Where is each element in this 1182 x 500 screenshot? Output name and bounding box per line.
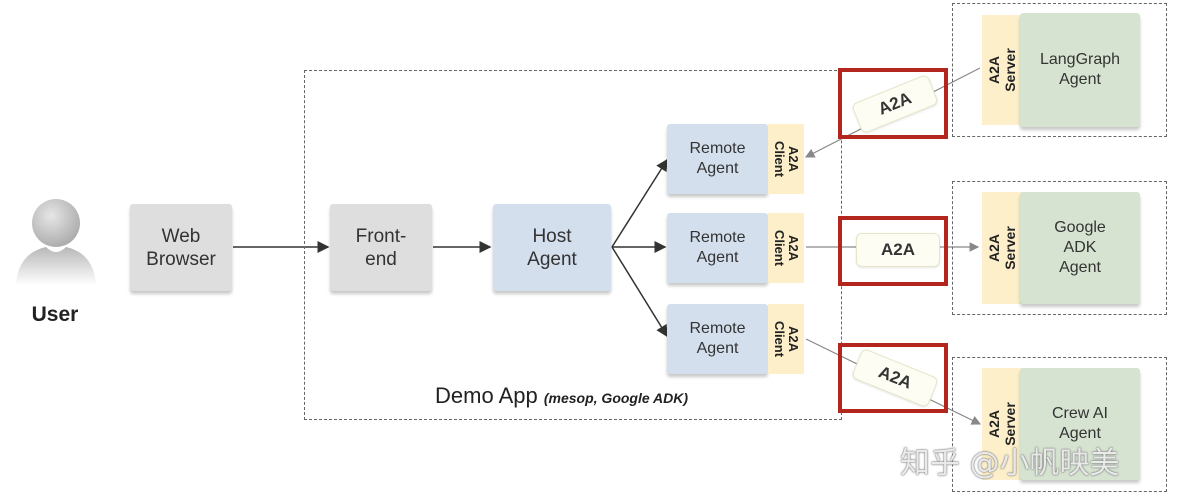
remote-agent-3-label-1: Remote [689,320,746,337]
host-agent-label-1: Host [532,225,572,247]
a2a-client-3 [768,304,804,374]
a2a-server-2-label: A2A Server [982,208,1022,288]
langgraph-label-2: Agent [1059,71,1101,88]
a2a-server-3 [982,368,1022,480]
frontend-label-1: Front- [355,225,407,247]
arrow-host-to-remote-3 [611,246,668,338]
langgraph-label-1: LangGraph [1039,51,1121,68]
a2a-client-3-label: A2A Client [768,304,804,374]
a2a-client-2-line2: Client [772,229,787,267]
demo-app-title: Demo App (mesop, Google ADK) [435,383,688,409]
a2a-client-1-label: A2A Client [768,124,804,194]
remote-agent-1: Remote Agent [667,124,768,194]
a2a-server-2-line1: A2A [986,234,1002,263]
crewai-agent-node: Crew AI Agent [1020,368,1140,480]
a2a-server-1 [982,15,1022,125]
web-browser-label-1: Web [161,225,201,247]
a2a-server-2 [982,192,1022,304]
a2a-client-2-line1: A2A [786,234,801,261]
a2a-highlight-2 [838,216,948,286]
frontend-node: Front- end [330,204,432,291]
a2a-server-2-line2: Server [1002,226,1018,270]
web-browser-label-2: Browser [146,248,216,270]
a2a-server-1-line2: Server [1002,48,1018,92]
watermark: 知乎 @小帆映美 [900,446,1120,481]
crewai-label-2: Agent [1059,425,1101,442]
a2a-highlight-1 [838,68,948,139]
a2a-protocol-label-2: A2A [856,233,940,267]
google-adk-label-2: ADK [1063,239,1097,256]
arrow-host-to-remote-1 [611,158,668,248]
a2a-client-3-line2: Client [772,320,787,358]
a2a-client-1-line2: Client [772,140,787,178]
crewai-container [952,357,1167,492]
langgraph-agent-node: LangGraph Agent [1020,13,1140,127]
a2a-client-2 [768,213,804,283]
google-adk-label-1: Google [1054,219,1106,236]
a2a-client-1-line1: A2A [786,145,801,172]
langgraph-container [952,3,1167,137]
demo-app-name: Demo App [435,383,538,408]
google-adk-agent-node: Google ADK Agent [1020,192,1140,304]
web-browser-node: Web Browser [130,204,232,291]
google-adk-container [952,181,1167,315]
host-agent-node: Host Agent [493,204,611,291]
a2a-client-2-label: A2A Client [768,213,804,283]
remote-agent-2-label-1: Remote [689,229,746,246]
user-label: User [31,303,79,326]
a2a-highlight-3 [838,343,948,413]
a2a-client-1 [768,124,804,194]
remote-agent-3: Remote Agent [667,304,768,374]
remote-agent-2: Remote Agent [667,213,768,283]
remote-agent-1-label-1: Remote [689,140,746,157]
remote-agent-3-label-2: Agent [696,340,739,357]
a2a-server-1-line1: A2A [986,56,1002,85]
remote-agent-2-label-2: Agent [696,249,739,266]
host-agent-label-2: Agent [527,248,577,270]
crewai-label-1: Crew AI [1051,405,1108,422]
a2a-server-1-label: A2A Server [982,30,1022,110]
user-avatar-icon [12,195,100,295]
frontend-label-2: end [365,248,397,270]
remote-agent-1-label-2: Agent [696,160,739,177]
a2a-client-3-line1: A2A [786,325,801,352]
demo-app-subtitle: (mesop, Google ADK) [543,390,689,406]
google-adk-label-3: Agent [1059,259,1101,276]
